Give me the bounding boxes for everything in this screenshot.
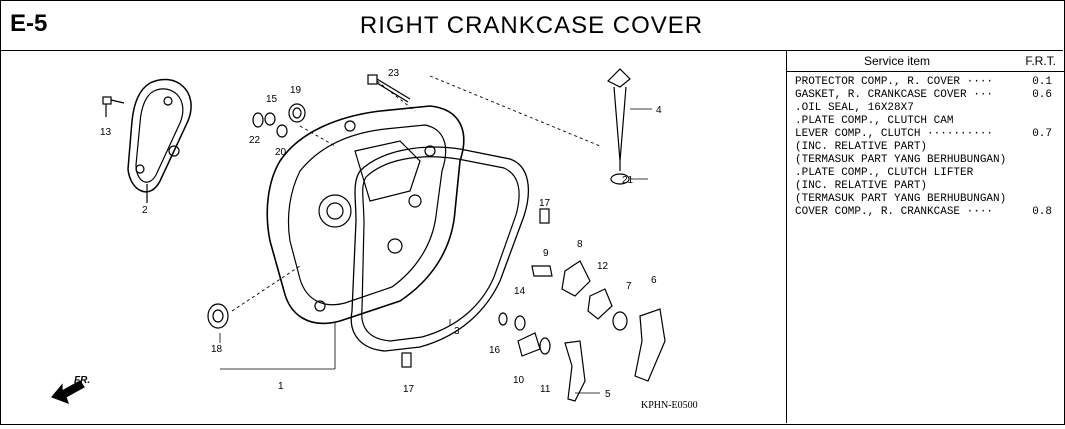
callout-21: 21 — [622, 175, 634, 186]
service-item-text: (TERMASUK PART YANG BERHUBUNGAN) — [795, 193, 1007, 205]
service-item-text: .PLATE COMP., CLUTCH CAM — [795, 115, 954, 127]
callout-14: 14 — [514, 286, 526, 297]
callout-13: 13 — [100, 127, 112, 138]
service-item-panel: Service item F.R.T. PROTECTOR COMP., R. … — [786, 51, 1064, 423]
callout-7: 7 — [626, 281, 632, 292]
dipstick-part — [606, 68, 631, 185]
bolt-13-part — [102, 96, 125, 117]
callout-1: 1 — [278, 381, 284, 392]
callout-22: 22 — [249, 135, 261, 146]
front-arrow-label: FR. — [74, 375, 90, 386]
service-item-text: PROTECTOR COMP., R. COVER ···· — [795, 76, 994, 88]
frt-column: F.R.T. — [1025, 54, 1056, 68]
service-item-row: .PLATE COMP., CLUTCH CAM — [795, 115, 1064, 128]
dowel-pin-upper — [539, 208, 550, 224]
service-item-row: (INC. RELATIVE PART) — [795, 141, 1064, 154]
callout-4: 4 — [656, 105, 662, 116]
service-item-text: .OIL SEAL, 16X28X7 — [795, 102, 914, 114]
callout-11: 11 — [540, 384, 551, 395]
service-item-frt: 0.7 — [1032, 128, 1052, 140]
service-item-row: PROTECTOR COMP., R. COVER ···· 0.1 — [795, 76, 1064, 89]
callout-15: 15 — [266, 94, 278, 105]
service-item-row: COVER COMP., R. CRANKCASE ···· 0.8 — [795, 206, 1064, 219]
guide-lines — [231, 75, 601, 312]
leader-lines — [219, 108, 652, 394]
service-item-frt: 0.8 — [1032, 206, 1052, 218]
exploded-diagram: 1 2 3 4 5 6 7 8 9 10 11 12 13 14 15 16 1… — [0, 51, 786, 424]
callout-12: 12 — [597, 261, 609, 272]
diagram-svg: 1 2 3 4 5 6 7 8 9 10 11 12 13 14 15 16 1… — [50, 68, 698, 411]
service-item-header: Service item F.R.T. — [787, 51, 1064, 72]
service-item-row: (TERMASUK PART YANG BERHUBUNGAN) — [795, 193, 1064, 206]
service-item-row: .PLATE COMP., CLUTCH LIFTER — [795, 167, 1064, 180]
service-item-frt: 0.1 — [1032, 76, 1052, 88]
page-title: RIGHT CRANKCASE COVER — [359, 12, 704, 39]
service-item-row: GASKET, R. CRANKCASE COVER ··· 0.6 — [795, 89, 1064, 102]
callout-19: 19 — [290, 85, 302, 96]
service-item-text: COVER COMP., R. CRANKCASE ···· — [795, 206, 994, 218]
service-item-text: LEVER COMP., CLUTCH ·········· — [795, 128, 994, 140]
service-item-frt: 0.6 — [1032, 89, 1052, 101]
dowel-pin-lower — [401, 352, 412, 368]
service-item-row: (INC. RELATIVE PART) — [795, 180, 1064, 193]
callout-23: 23 — [388, 68, 400, 79]
callout-3: 3 — [454, 326, 460, 337]
callout-17-upper: 17 — [539, 198, 551, 209]
section-code: E-5 — [10, 10, 48, 37]
gasket-part — [350, 146, 530, 352]
front-arrow — [50, 380, 85, 405]
service-item-column: Service item — [863, 54, 931, 68]
clutch-parts — [498, 260, 666, 402]
callout-18: 18 — [211, 344, 223, 355]
service-item-text: (INC. RELATIVE PART) — [795, 180, 928, 192]
crankcase-cover-part — [266, 105, 465, 325]
service-item-text: (TERMASUK PART YANG BERHUBUNGAN) — [795, 154, 1007, 166]
service-item-text: (INC. RELATIVE PART) — [795, 141, 928, 153]
washers-part — [252, 103, 306, 138]
bolt-23-part — [367, 74, 411, 103]
service-item-row: LEVER COMP., CLUTCH ·········· 0.7 — [795, 128, 1064, 141]
callout-9: 9 — [543, 248, 549, 259]
callout-10: 10 — [513, 375, 525, 386]
service-item-text: GASKET, R. CRANKCASE COVER ··· — [795, 89, 994, 101]
service-item-row: .OIL SEAL, 16X28X7 — [795, 102, 1064, 115]
callout-16: 16 — [489, 345, 501, 356]
callout-20: 20 — [275, 147, 287, 158]
oil-seal-part — [207, 303, 229, 329]
callout-5: 5 — [605, 389, 611, 400]
diagram-code: KPHN-E0500 — [641, 400, 698, 411]
callout-6: 6 — [651, 275, 657, 286]
callout-17-lower: 17 — [403, 384, 415, 395]
callout-2: 2 — [142, 205, 148, 216]
service-item-text: .PLATE COMP., CLUTCH LIFTER — [795, 167, 974, 179]
protector-cover-part — [127, 78, 192, 203]
header-bar: E-5 RIGHT CRANKCASE COVER — [0, 0, 1063, 51]
service-item-row: (TERMASUK PART YANG BERHUBUNGAN) — [795, 154, 1064, 167]
callout-8: 8 — [577, 239, 583, 250]
